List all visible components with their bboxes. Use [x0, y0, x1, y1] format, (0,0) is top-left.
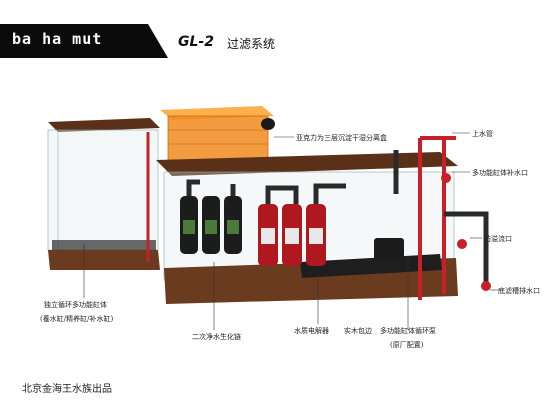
brand-banner: [0, 24, 168, 58]
brand-logo-text: ba ha mut: [12, 30, 103, 48]
callout-multi-tank-inlet: 多功能缸体补水口: [472, 169, 528, 177]
callout-overflow-outlet: 防溢流口: [484, 235, 512, 243]
callout-solid-pack: 实木包边: [344, 327, 372, 335]
callout-independent-tank: 独立循环多功能缸体: [44, 301, 107, 309]
system-title: 过滤系统: [227, 37, 276, 51]
electrolyzers: [258, 183, 346, 266]
callout-lines: [83, 132, 500, 330]
callout-water-electrolyzer: 水质电解器: [294, 327, 329, 335]
callout-bottom-drain: 底滤槽排水口: [498, 287, 540, 295]
independent-tank: [47, 118, 160, 270]
callout-protein-box: 亚克力为三层沉淀干湿分离盒: [296, 134, 387, 142]
sediment-box: [160, 106, 275, 161]
model-title: GL-2: [178, 34, 214, 50]
callout-secondary-bio: 二次净水生化链: [192, 333, 241, 341]
callout-independent-tank-sub: (養水缸/精养缸/补水缸): [40, 315, 114, 323]
callout-multi-pump: 多功能缸体循环泵: [380, 327, 436, 335]
circulation-pump: [374, 238, 404, 260]
callout-inlet-pipe: 上水管: [472, 130, 493, 138]
callout-multi-pump-sub: (原厂配置): [390, 341, 424, 349]
bio-reactors: [180, 179, 242, 254]
red-pipework: [146, 132, 491, 300]
credit-line: 北京金海王水族出品: [22, 384, 112, 395]
